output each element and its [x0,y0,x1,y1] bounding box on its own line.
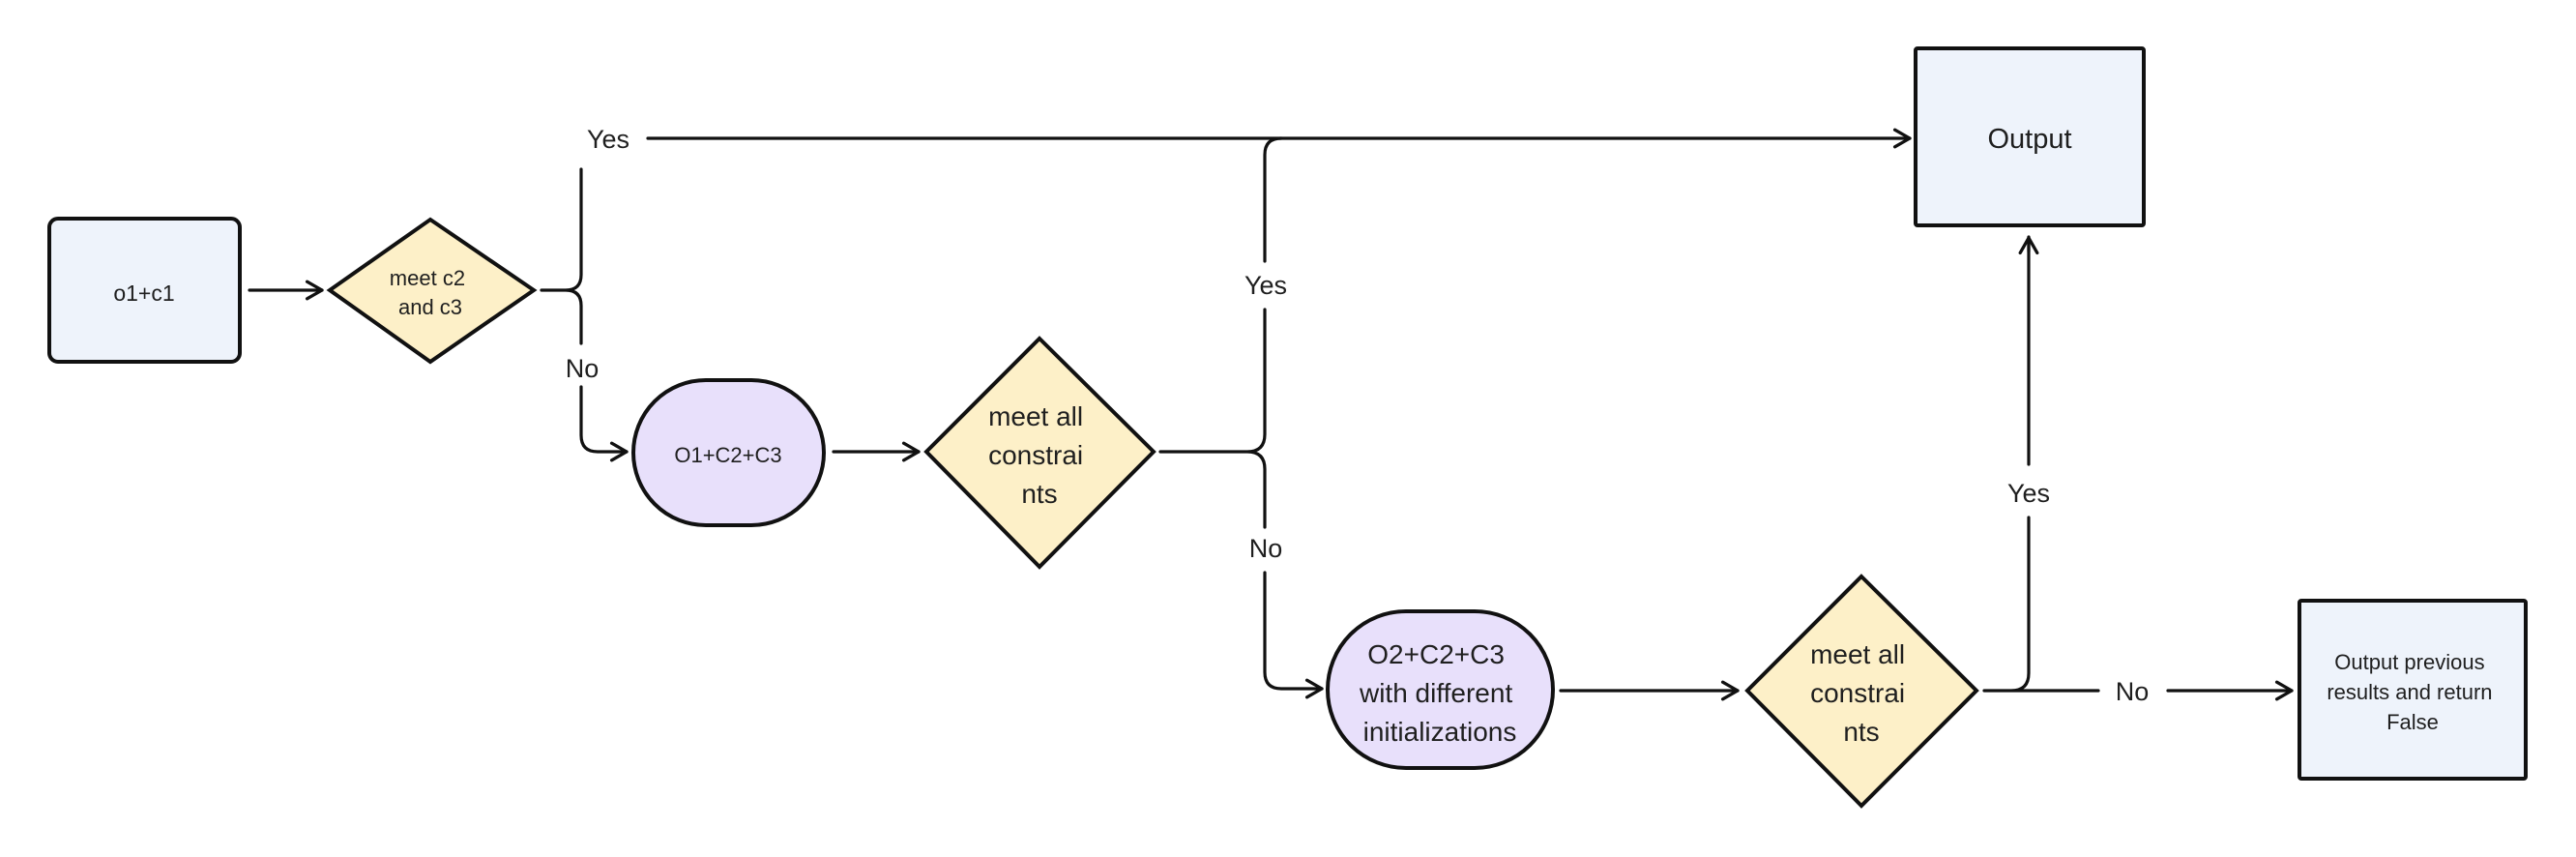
edges [248,128,2292,699]
edge-check3-split [1982,235,2292,691]
label-no-right: No [2116,677,2150,706]
decision-diamond [326,217,538,365]
edge-check2-split [1158,136,1283,529]
edge-no-to-o2c2c3 [1263,571,1324,699]
node-check-all-2: meet all constrai nts [1744,574,1979,809]
node-check-all-2-text: meet all constrai nts [1810,639,1913,747]
terminal-pill [1326,609,1555,770]
label-yes-top: Yes [587,125,629,154]
node-output: Output [1914,46,2146,227]
label-yes-middle: Yes [1244,271,1287,300]
label-no-first: No [566,354,600,383]
node-o1c2c3: O1+C2+C3 [631,378,826,527]
output-box [1914,46,2146,227]
node-output-previous: Output previous results and return False [2298,599,2528,781]
edge-check1-split [540,167,583,345]
node-check-c2-c3: meet c2 and c3 [326,217,538,365]
node-o2c2c3-text: O2+C2+C3 with different initializations [1359,639,1520,747]
terminal-pill [631,378,826,527]
node-check-all-1: meet all constrai nts [923,336,1156,570]
decision-diamond [1744,574,1979,809]
node-o1c1-text: o1+c1 [113,281,174,306]
node-output-text: Output [1987,124,2071,155]
decision-diamond [923,336,1156,570]
output-previous-box [2298,599,2528,781]
node-output-previous-text: Output previous results and return False [2327,650,2498,734]
node-check-all-1-text: meet all constrai nts [988,401,1091,509]
edge-no-to-o1c2c3 [579,385,629,462]
node-o2c2c3: O2+C2+C3 with different initializations [1326,609,1555,770]
edge-labels: Yes No Yes No Yes No [566,125,2150,706]
node-o1c2c3-text: O1+C2+C3 [674,443,781,467]
label-no-middle: No [1249,534,1283,563]
process-box [47,217,242,364]
node-check-c2-c3-text: meet c2 and c3 [390,266,471,319]
label-yes-right: Yes [2007,479,2050,508]
node-o1c1: o1+c1 [47,217,242,364]
